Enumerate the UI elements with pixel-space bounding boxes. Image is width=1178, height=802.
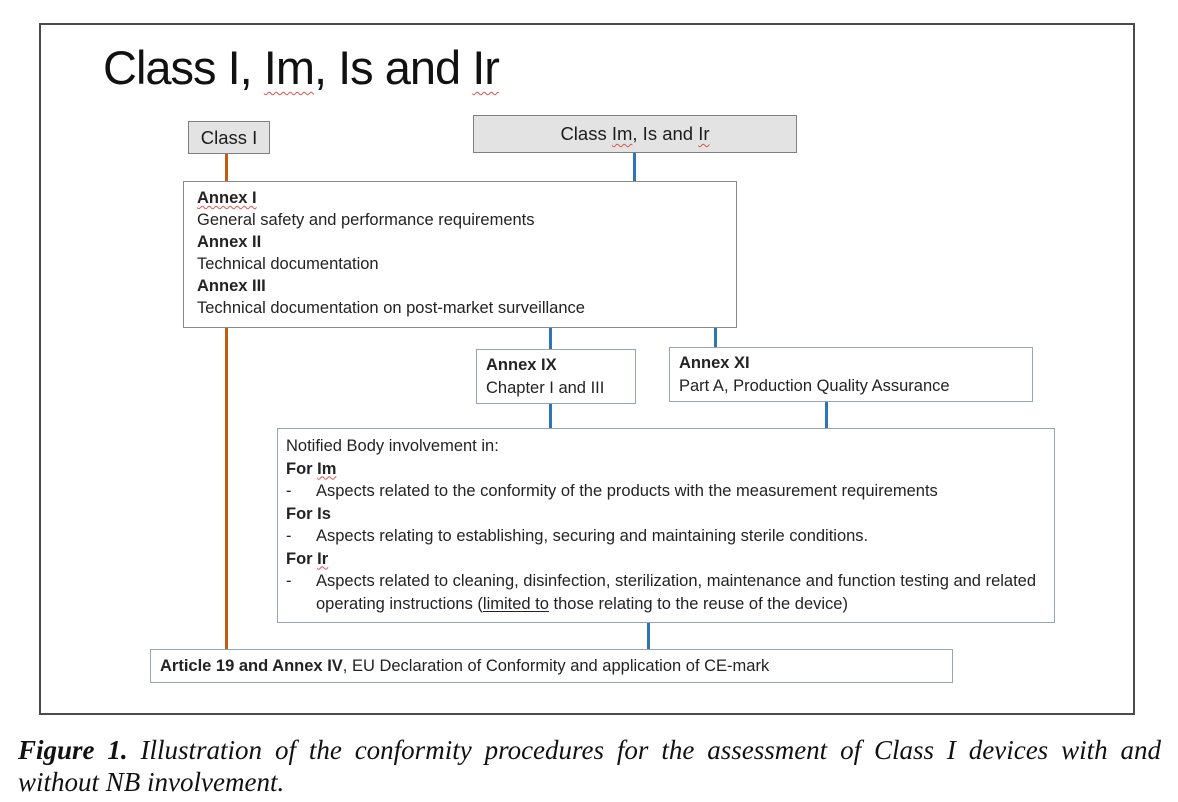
annex-i-description: General safety and performance requireme… — [197, 211, 535, 229]
connector-nb-to-article — [647, 623, 650, 649]
label-segment-im: Im — [611, 123, 633, 144]
bullet-dash: - — [286, 572, 292, 590]
class-im-is-ir-box: Class Im, Is and Ir — [473, 115, 797, 153]
title-segment: , Is and — [313, 41, 473, 94]
class-i-box: Class I — [188, 121, 270, 154]
annex-xi-description: Part A, Production Quality Assurance — [679, 377, 950, 395]
heading-segment: For — [286, 459, 318, 478]
bullet-segment: Aspects related to cleaning, disinfectio… — [316, 572, 1037, 613]
article-19-rest: , EU Declaration of Conformity and appli… — [342, 656, 770, 675]
article-19-box: Article 19 and Annex IV, EU Declaration … — [150, 649, 953, 683]
annex-iii-heading: Annex III — [197, 277, 266, 295]
article-19-bold: Article 19 and Annex IV — [160, 656, 343, 675]
connector-annex-xi-to-nb — [825, 402, 828, 428]
connector-annex-ix-to-nb — [549, 404, 552, 428]
connector-classim-to-annex — [633, 153, 636, 181]
article-19-text: Article 19 and Annex IV, EU Declaration … — [160, 657, 769, 676]
bullet-text: Aspects related to cleaning, disinfectio… — [316, 570, 1044, 615]
class-i-label: Class I — [200, 126, 258, 148]
nb-for-im-heading: For Im — [286, 458, 1044, 481]
label-segment: Class — [560, 123, 612, 144]
annex-ix-heading: Annex IX — [486, 356, 557, 374]
connector-class-i-to-article — [225, 154, 228, 649]
annex-ii-description: Technical documentation — [197, 255, 379, 273]
nb-is-bullet: - Aspects relating to establishing, secu… — [286, 525, 1044, 548]
label-segment: , Is and — [632, 123, 699, 144]
connector-annex-to-annex-xi — [714, 328, 717, 347]
annex-xi-box: Annex XI Part A, Production Quality Assu… — [669, 347, 1033, 402]
annex-i-heading: Annex I — [197, 189, 257, 207]
heading-segment-im: Im — [317, 459, 337, 478]
figure-caption-text: Illustration of the conformity procedure… — [127, 735, 1161, 765]
figure-caption-line1: Figure 1. Illustration of the conformity… — [18, 734, 1161, 766]
title-segment-im: Im — [263, 41, 315, 94]
nb-for-is-heading: For Is — [286, 504, 331, 523]
annex-ix-description: Chapter I and III — [486, 379, 605, 397]
bullet-dash: - — [286, 527, 292, 545]
bullet-dash: - — [286, 482, 292, 500]
notified-body-box: Notified Body involvement in: For Im - A… — [277, 428, 1055, 623]
nb-for-ir-heading: For Ir — [286, 548, 1044, 571]
diagram-frame — [39, 23, 1135, 715]
figure-caption-line2: without NB involvement. — [18, 767, 285, 797]
class-im-label: Class Im, Is and Ir — [560, 123, 709, 145]
connector-annex-to-annex-ix — [549, 328, 552, 349]
nb-ir-bullet: - Aspects related to cleaning, disinfect… — [286, 570, 1044, 615]
heading-segment-ir: Ir — [317, 549, 329, 568]
figure-caption-label: Figure 1. — [18, 735, 128, 765]
annex-xi-heading: Annex XI — [679, 354, 750, 372]
diagram-title: Class I, Im, Is and Ir — [103, 40, 500, 95]
title-segment: Class I, — [103, 41, 264, 94]
bullet-segment: those relating to the reuse of the devic… — [548, 594, 848, 613]
annex-ix-box: Annex IX Chapter I and III — [476, 349, 636, 404]
label-segment-ir: Ir — [698, 123, 710, 144]
annex-ii-heading: Annex II — [197, 233, 262, 251]
bullet-text: Aspects relating to establishing, securi… — [316, 527, 869, 545]
bullet-text: Aspects related to the conformity of the… — [316, 482, 938, 500]
annex-i-ii-iii-box: Annex I General safety and performance r… — [183, 181, 737, 328]
annex-iii-description: Technical documentation on post-market s… — [197, 299, 585, 317]
bullet-segment-underlined: limited to — [482, 594, 549, 613]
heading-segment: For — [286, 549, 318, 568]
nb-im-bullet: - Aspects related to the conformity of t… — [286, 480, 1044, 503]
title-segment-ir: Ir — [472, 41, 500, 94]
figure-caption: Figure 1. Illustration of the conformity… — [18, 734, 1161, 798]
nb-intro: Notified Body involvement in: — [286, 437, 499, 455]
